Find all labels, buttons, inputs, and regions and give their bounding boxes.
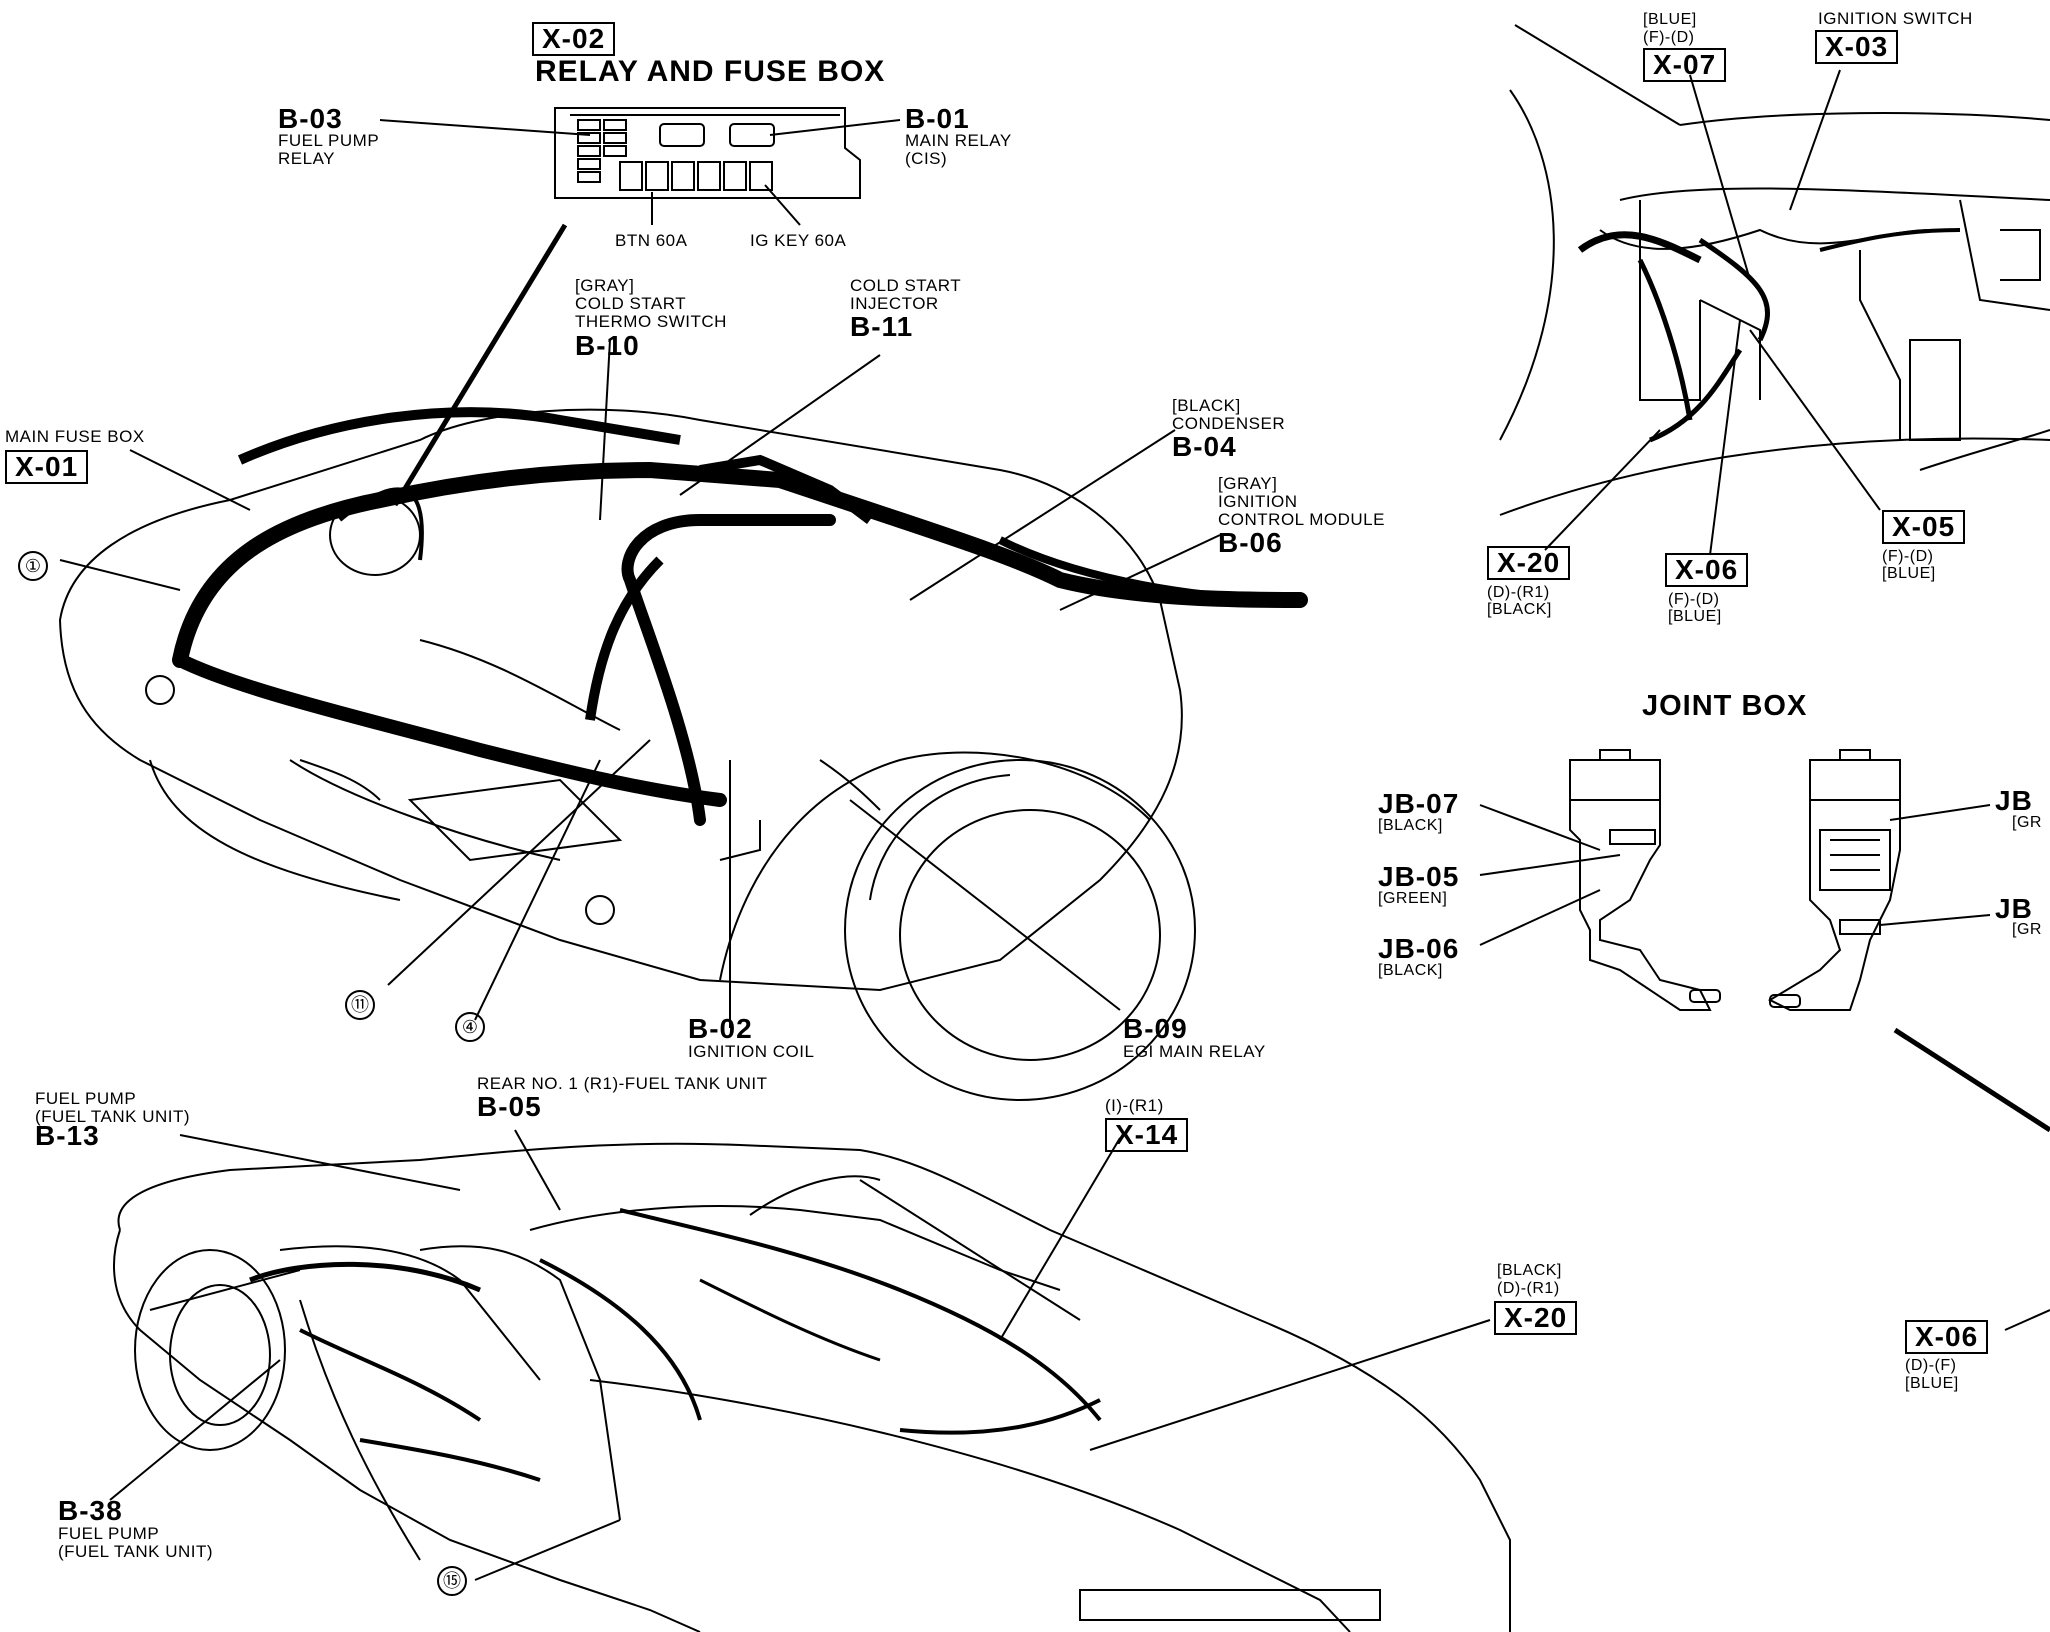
relay-fuse-box-title: RELAY AND FUSE BOX [535, 55, 886, 88]
b38-code: B-38 [58, 1495, 123, 1526]
dash-x05-code: X-05 [1882, 510, 1966, 544]
b13-desc2: (FUEL TANK UNIT) [35, 1107, 191, 1126]
x14-conn: (I)-(R1) [1105, 1096, 1164, 1115]
dash-x06-code: X-06 [1665, 553, 1749, 587]
b09-code: B-09 [1123, 1013, 1188, 1044]
b01-desc1: MAIN RELAY [905, 131, 1012, 150]
b09-desc: EGI MAIN RELAY [1123, 1042, 1266, 1061]
rear-x20-conn: (D)-(R1) [1497, 1280, 1560, 1297]
jb07-color: [BLACK] [1378, 817, 1443, 834]
x01-code: X-01 [5, 450, 89, 484]
b06-code: B-06 [1218, 527, 1283, 558]
b02-code: B-02 [688, 1013, 753, 1044]
dash-x05-conn: (F)-(D) [1882, 548, 1934, 565]
b06-color: [GRAY] [1218, 474, 1278, 493]
rear-x06-color: [BLUE] [1905, 1375, 1959, 1392]
x07-code: X-07 [1643, 48, 1727, 82]
b10-desc1: COLD START [575, 294, 687, 313]
jb07-code: JB-07 [1378, 788, 1460, 819]
jb05-code: JB-05 [1378, 861, 1460, 892]
callout-4: ④ [455, 1012, 485, 1042]
x03-code: X-03 [1815, 30, 1899, 64]
b38-desc2: (FUEL TANK UNIT) [58, 1542, 214, 1561]
dashboard-drawing [1499, 24, 2050, 556]
rear-x20-color: [BLACK] [1497, 1262, 1562, 1279]
dash-x20-color: [BLACK] [1487, 601, 1552, 618]
b01-desc2: (CIS) [905, 149, 948, 168]
callout-11: ⑪ [345, 990, 375, 1020]
b38-desc1: FUEL PUMP [58, 1524, 160, 1543]
jb05-color: [GREEN] [1378, 890, 1448, 907]
igkey-60a-label: IG KEY 60A [750, 231, 847, 250]
jb06-code: JB-06 [1378, 933, 1460, 964]
relay-fuse-box-drawing [379, 107, 901, 226]
joint-box-title: JOINT BOX [1642, 690, 1808, 722]
rear-x20-code: X-20 [1494, 1301, 1578, 1335]
rear-x06-conn: (D)-(F) [1905, 1357, 1957, 1374]
rear-x06-code: X-06 [1905, 1320, 1989, 1354]
b03-code: B-03 [278, 103, 343, 134]
callout-15: ⑮ [437, 1566, 467, 1596]
b05-code: B-05 [477, 1091, 542, 1122]
b10-color: [GRAY] [575, 276, 635, 295]
x07-conn: (F)-(D) [1643, 29, 1695, 46]
engine-bay-car-drawing [58, 339, 1308, 1101]
jb-right2-code: JB [1995, 893, 2033, 924]
b13-desc1: FUEL PUMP [35, 1089, 137, 1108]
b10-desc2: THERMO SWITCH [575, 312, 727, 331]
x02-code: X-02 [532, 22, 616, 56]
b04-code: B-04 [1172, 431, 1237, 462]
jb-right1-code: JB [1995, 785, 2033, 816]
b03-desc2: RELAY [278, 149, 335, 168]
btn-60a-label: BTN 60A [615, 231, 688, 250]
b06-desc2: CONTROL MODULE [1218, 510, 1385, 529]
ignition-switch-label: IGNITION SWITCH [1818, 9, 1973, 28]
b11-code: B-11 [850, 311, 914, 342]
joint-box-drawing [1479, 749, 2050, 1331]
b06-desc1: IGNITION [1218, 492, 1298, 511]
b13-code: B-13 [35, 1120, 100, 1151]
dash-x20-conn: (D)-(R1) [1487, 584, 1550, 601]
b05-desc: REAR NO. 1 (R1)-FUEL TANK UNIT [477, 1074, 768, 1093]
x14-code: X-14 [1105, 1118, 1189, 1152]
rear-car-drawing [109, 1129, 1511, 1632]
dash-x20-code: X-20 [1487, 546, 1571, 580]
b11-desc2: INJECTOR [850, 294, 939, 313]
jb06-color: [BLACK] [1378, 962, 1443, 979]
b10-code: B-10 [575, 330, 640, 361]
jb-right1-color: [GR [2012, 814, 2042, 831]
b04-desc: CONDENSER [1172, 414, 1286, 433]
b01-code: B-01 [905, 103, 970, 134]
dash-x06-color: [BLUE] [1668, 608, 1722, 625]
b02-desc: IGNITION COIL [688, 1042, 815, 1061]
dash-x05-color: [BLUE] [1882, 565, 1936, 582]
main-fuse-box-label: MAIN FUSE BOX [5, 427, 145, 446]
jb-right2-color: [GR [2012, 921, 2042, 938]
b03-desc1: FUEL PUMP [278, 131, 380, 150]
b11-desc1: COLD START [850, 276, 962, 295]
x07-color: [BLUE] [1643, 11, 1697, 28]
callout-1: ① [18, 551, 48, 581]
b04-color: [BLACK] [1172, 396, 1241, 415]
dash-x06-conn: (F)-(D) [1668, 591, 1720, 608]
